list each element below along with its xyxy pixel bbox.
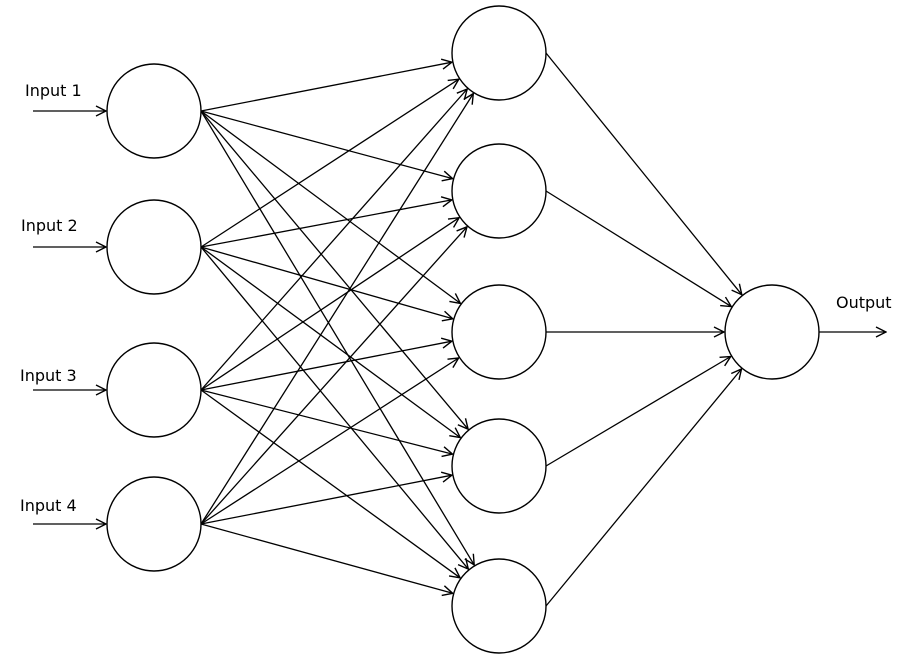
connection-l0-1-to-4 xyxy=(200,246,468,569)
input-2-label: Input 2 xyxy=(21,216,78,235)
input-3-label: Input 3 xyxy=(20,366,77,385)
connection-l0-1-to-2 xyxy=(200,246,453,319)
connection-l0-1-to-3 xyxy=(200,246,460,438)
connection-l0-3-to-2 xyxy=(200,358,459,525)
connections-layer xyxy=(33,52,886,607)
connection-l0-2-to-3 xyxy=(200,389,453,454)
input-neuron-1 xyxy=(106,63,202,159)
connection-l0-3-to-4 xyxy=(200,523,453,593)
connection-l0-2-to-1 xyxy=(200,218,459,391)
input-4-label: Input 4 xyxy=(20,496,77,515)
connection-l0-0-to-2 xyxy=(200,110,460,303)
connection-l0-0-to-3 xyxy=(200,110,468,429)
connection-l1-0-to-0 xyxy=(545,52,742,295)
hidden-neuron-3 xyxy=(451,284,547,380)
connection-l0-3-to-3 xyxy=(200,475,452,525)
hidden-neuron-4 xyxy=(451,418,547,514)
connection-l0-3-to-0 xyxy=(200,94,473,525)
connection-l0-0-to-1 xyxy=(200,110,453,179)
labels-layer: Input 1 Input 2 Input 3 Input 4 Output xyxy=(20,81,892,515)
input-neuron-2 xyxy=(106,199,202,295)
output-neuron-1 xyxy=(724,284,820,380)
input-neuron-3 xyxy=(106,342,202,438)
hidden-neuron-2 xyxy=(451,143,547,239)
connection-l0-1-to-0 xyxy=(200,79,459,248)
output-label: Output xyxy=(836,293,892,312)
connection-l1-4-to-0 xyxy=(545,369,742,607)
connection-l0-3-to-1 xyxy=(200,227,467,525)
connection-l0-2-to-0 xyxy=(200,89,467,391)
input-1-label: Input 1 xyxy=(25,81,82,100)
connection-l0-1-to-1 xyxy=(200,200,452,248)
connection-l0-2-to-4 xyxy=(200,389,460,578)
connection-l0-0-to-0 xyxy=(200,62,452,112)
hidden-neuron-1 xyxy=(451,5,547,101)
connection-l1-3-to-0 xyxy=(545,357,731,467)
hidden-neuron-5 xyxy=(451,558,547,654)
neurons-layer xyxy=(106,5,820,654)
connection-l0-0-to-4 xyxy=(200,110,474,565)
connection-l0-2-to-2 xyxy=(200,341,452,391)
connection-l1-1-to-0 xyxy=(545,190,731,307)
input-neuron-4 xyxy=(106,476,202,572)
